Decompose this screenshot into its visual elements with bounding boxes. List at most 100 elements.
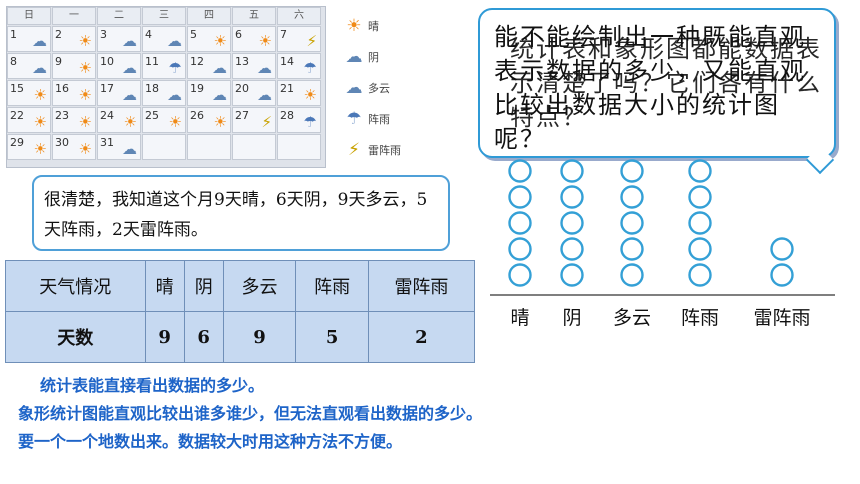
calendar-week-row: 22☀23☀24☀25☀26☀27⚡28☂ bbox=[7, 107, 325, 133]
calendar-day bbox=[232, 134, 276, 160]
calendar-day-number: 22 bbox=[10, 109, 24, 122]
calendar-day: 21☀ bbox=[277, 80, 321, 106]
calendar-day-number: 29 bbox=[10, 136, 24, 149]
table-header-row: 天气情况晴阴多云阵雨雷阵雨 bbox=[5, 260, 476, 312]
calendar-day: 13☁ bbox=[232, 53, 276, 79]
legend-label: 多云 bbox=[368, 81, 390, 95]
calendar-day-number: 24 bbox=[100, 109, 114, 122]
table-value-cell: 9 bbox=[144, 311, 185, 363]
storm-icon: ⚡ bbox=[348, 139, 360, 160]
calendar-day-number: 19 bbox=[190, 82, 204, 95]
calendar-day-number: 6 bbox=[235, 28, 242, 41]
pictograph-circle bbox=[688, 185, 712, 209]
sun-icon: ☀ bbox=[33, 86, 47, 104]
pictograph-circle bbox=[620, 211, 644, 235]
calendar-day: 31☁ bbox=[97, 134, 141, 160]
speech-bubble-question: 统计表和象形图都能数据表示清楚了吗？它们各有什么特点？ 能不能绘制出一种既能直观… bbox=[478, 8, 836, 158]
weather-calendar: 日一二三四五六 1☁2☀3☁4☁5☀6☀7⚡8☁9☀10☁11☂12☁13☁14… bbox=[6, 6, 326, 168]
sun-icon: ☀ bbox=[346, 15, 362, 36]
calendar-day-number: 30 bbox=[55, 136, 69, 149]
pictograph-category-label: 多云 bbox=[612, 307, 652, 329]
pictograph-circle bbox=[560, 159, 584, 183]
cloud-icon: ☁ bbox=[167, 86, 182, 104]
table-header-cell: 阴 bbox=[183, 260, 224, 312]
pictograph-circle bbox=[508, 211, 532, 235]
calendar-day: 24 ☀ bbox=[97, 107, 141, 133]
calendar-day-number: 25 bbox=[145, 109, 159, 122]
calendar-day-number: 9 bbox=[55, 55, 62, 68]
calendar-day-number: 26 bbox=[190, 109, 204, 122]
calendar-day: 17☁ bbox=[97, 80, 141, 106]
rain-icon: ☂ bbox=[168, 59, 182, 77]
sun-icon: ☀ bbox=[78, 86, 92, 104]
table-value-cell: 9 bbox=[222, 311, 297, 363]
sun-icon: ☀ bbox=[168, 113, 182, 131]
calendar-day: 26 ☀ bbox=[187, 107, 231, 133]
calendar-weekday: 六 bbox=[277, 7, 321, 25]
calendar-day-number: 20 bbox=[235, 82, 249, 95]
sun-icon: ☀ bbox=[78, 140, 92, 158]
calendar-body: 1☁2☀3☁4☁5☀6☀7⚡8☁9☀10☁11☂12☁13☁14☂15☀16☀1… bbox=[7, 26, 325, 160]
pictograph-circle bbox=[688, 263, 712, 287]
table-value-cell: 5 bbox=[295, 311, 369, 363]
calendar-day: 7⚡ bbox=[277, 26, 321, 52]
calendar-day: 23 ☀ bbox=[52, 107, 96, 133]
calendar-day: 29 ☀ bbox=[7, 134, 51, 160]
pictograph-category-labels: 晴阴多云阵雨雷阵雨 bbox=[490, 303, 835, 333]
pictograph-chart: 晴阴多云阵雨雷阵雨 bbox=[490, 155, 835, 335]
calendar-day: 1☁ bbox=[7, 26, 51, 52]
calendar-day: 10☁ bbox=[97, 53, 141, 79]
pictograph-circle bbox=[560, 185, 584, 209]
calendar-day: 16☀ bbox=[52, 80, 96, 106]
calendar-day: 6☀ bbox=[232, 26, 276, 52]
calendar-week-row: 29 ☀ 30 ☀ 31☁ bbox=[7, 134, 325, 160]
legend-item: ☁多云 bbox=[340, 72, 420, 103]
calendar-weekday: 二 bbox=[97, 7, 141, 25]
pictograph-circle bbox=[770, 237, 794, 261]
calendar-day-number: 23 bbox=[55, 109, 69, 122]
calendar-day: 9☀ bbox=[52, 53, 96, 79]
legend-label: 晴 bbox=[368, 19, 379, 33]
calendar-day: 11☂ bbox=[142, 53, 186, 79]
table-header-cell: 雷阵雨 bbox=[367, 260, 476, 312]
legend-label: 阵雨 bbox=[368, 112, 390, 126]
pictograph-circle bbox=[688, 211, 712, 235]
calendar-day-number: 21 bbox=[280, 82, 294, 95]
calendar-day-number: 2 bbox=[55, 28, 62, 41]
calendar-day: 28 ☂ bbox=[277, 107, 321, 133]
calendar-week-row: 8☁9☀10☁11☂12☁13☁14☂ bbox=[7, 53, 325, 79]
calendar-day: 25 ☀ bbox=[142, 107, 186, 133]
calendar-day: 12☁ bbox=[187, 53, 231, 79]
sun-icon: ☀ bbox=[213, 113, 227, 131]
table-header-cell: 阵雨 bbox=[295, 260, 369, 312]
cloud-icon: ☁ bbox=[32, 32, 47, 50]
pictograph-circle bbox=[560, 263, 584, 287]
pictograph-circle bbox=[508, 263, 532, 287]
speech-box-observation: 很清楚，我知道这个月9天晴，6天阴，9天多云，5天阵雨，2天雷阵雨。 bbox=[32, 175, 450, 251]
sun-icon: ☀ bbox=[33, 113, 47, 131]
pictograph-circle bbox=[620, 185, 644, 209]
rain-icon: ☂ bbox=[303, 113, 317, 131]
pictograph-category-label: 阵雨 bbox=[680, 307, 720, 329]
calendar-weekday-row: 日一二三四五六 bbox=[7, 7, 325, 25]
pictograph-circle bbox=[620, 263, 644, 287]
bubble-text-back: 统计表和象形图都能数据表示清楚了吗？它们各有什么特点？ bbox=[510, 35, 822, 131]
calendar-day bbox=[277, 134, 321, 160]
calendar-day: 20☁ bbox=[232, 80, 276, 106]
pictograph-circle bbox=[688, 237, 712, 261]
rain-icon: ☂ bbox=[346, 108, 362, 129]
calendar-weekday: 五 bbox=[232, 7, 276, 25]
legend-item: ☀晴 bbox=[340, 10, 420, 41]
sun-icon: ☀ bbox=[78, 113, 92, 131]
sun-icon: ☀ bbox=[123, 113, 137, 131]
calendar-day-number: 28 bbox=[280, 109, 294, 122]
calendar-day-number: 27 bbox=[235, 109, 249, 122]
calendar-day: 14☂ bbox=[277, 53, 321, 79]
bubble-text-front: 能不能绘制出一种既能直观表示数据的多少，又能直观比较出数据大小的统计图呢？ bbox=[494, 23, 806, 153]
calendar-week-row: 15☀16☀17☁18☁19☁20☁21☀ bbox=[7, 80, 325, 106]
sun-icon: ☀ bbox=[33, 140, 47, 158]
note-line-3: 要一个一个地数出来。数据较大时用这种方法不方便。 bbox=[18, 432, 403, 451]
pictograph-circle bbox=[508, 237, 532, 261]
table-header-cell: 多云 bbox=[222, 260, 297, 312]
